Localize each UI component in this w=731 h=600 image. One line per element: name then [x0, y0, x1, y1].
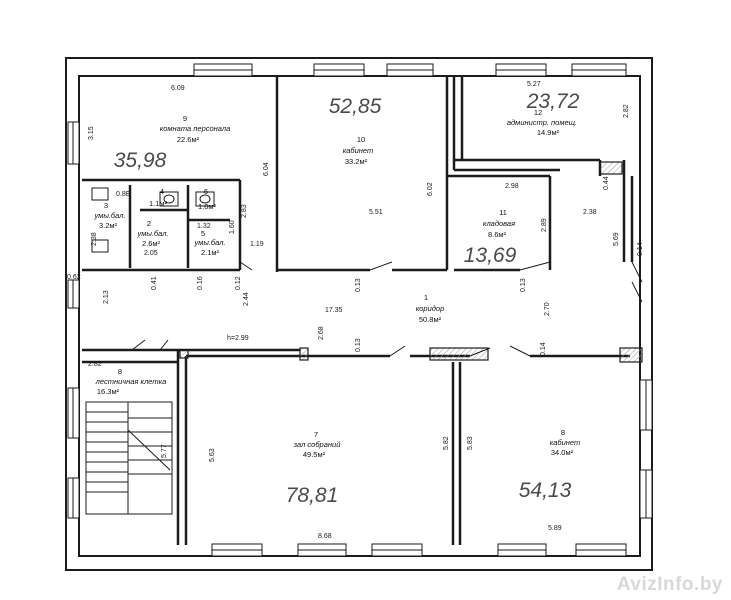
room-9-hand: 35,98	[114, 149, 167, 172]
dim-label: 0.13	[355, 278, 362, 292]
dim-label: 5.51	[369, 209, 383, 216]
dim-label: 0.13	[355, 338, 362, 352]
room-stair-name: лестничная клетка	[95, 377, 167, 386]
room-7-name: зал собраний	[293, 440, 342, 449]
room-9-name: комната персонала	[160, 124, 231, 133]
dim-label: 3.15	[88, 126, 95, 140]
dim-label: 2.82	[88, 361, 102, 368]
dim-label: 17.35	[325, 307, 343, 314]
dim-label: 2.44	[243, 292, 250, 306]
interior-walls	[82, 76, 634, 545]
dim-label: 5.82	[443, 436, 450, 450]
dim-label: 5.63	[209, 448, 216, 462]
dim-label: 0.12	[235, 276, 242, 290]
room-5-name: умы.бал.	[193, 238, 225, 247]
room-2-num: 2	[147, 219, 151, 228]
dim-label: 2.89	[541, 218, 548, 232]
dim-label: 5.27	[527, 81, 541, 88]
dim-label: 0.16	[197, 276, 204, 290]
dim-label: 0.41	[151, 276, 158, 290]
room-8-name: кабинет	[550, 438, 581, 447]
dim-label: 0.14	[637, 242, 644, 256]
dim-label: 2.38	[91, 232, 98, 246]
room-12-name: администр. помещ.	[507, 118, 577, 127]
room-2-name: умы.бал.	[136, 229, 168, 238]
dim-label: 5.69	[613, 232, 620, 246]
room-7-hand: 78,81	[286, 484, 339, 507]
room-stair-area: 16.3м²	[97, 387, 120, 396]
dim-label: 6.02	[427, 182, 434, 196]
dim-label: 5.83	[467, 436, 474, 450]
watermark: AvizInfo.by	[616, 574, 723, 595]
room-1-name: коридор	[416, 304, 445, 313]
room-4-num: 4	[160, 187, 164, 196]
dim-label: 0.14	[540, 342, 547, 356]
dim-label: 2.68	[318, 326, 325, 340]
room-7-num: 7	[314, 430, 318, 439]
room-3-area: 3.2м²	[99, 221, 118, 230]
room-6-area: 1.0м²	[198, 202, 217, 211]
room-stair-num: 8	[118, 367, 122, 376]
dim-label: 2.38	[583, 209, 597, 216]
dim-label: 5.77	[161, 444, 168, 458]
room-6-num: 6	[204, 187, 208, 196]
room-3-num: 3	[104, 201, 108, 210]
room-2-area: 2.6м²	[142, 239, 161, 248]
room-11-area: 8.6м²	[488, 230, 507, 239]
room-7-area: 49.5м²	[303, 450, 326, 459]
room-12-hand: 23,72	[526, 90, 580, 113]
sanitary-fixtures	[91, 187, 215, 253]
dim-label: 1.19	[250, 241, 264, 248]
dim-label: h=2.99	[227, 335, 249, 342]
room-3-name: умы.бал.	[93, 211, 125, 220]
dim-label: 6.09	[171, 85, 185, 92]
dim-label: 6.04	[263, 162, 270, 176]
room-10-num: 10	[357, 135, 365, 144]
room-10-name: кабинет	[343, 146, 374, 155]
room-5-num: 5	[201, 229, 205, 238]
room-5-area: 2.1м²	[201, 248, 220, 257]
room-12-num: 12	[534, 108, 542, 117]
room-9-num: 9	[183, 114, 187, 123]
dim-label: 8.68	[318, 533, 332, 540]
room-8-num: 8	[561, 428, 565, 437]
dim-label: 0.13	[520, 278, 527, 292]
room-1-num: 1	[424, 293, 428, 302]
room-12-area: 14.9м²	[537, 128, 560, 137]
dim-label: 2.13	[103, 290, 110, 304]
dimension-labels: 6.09 3.15 6.04 5.51 6.02 5.27 2.82 2.98 …	[67, 81, 644, 540]
room-11-hand: 13,69	[464, 244, 517, 267]
dim-label: 2.98	[505, 183, 519, 190]
columns	[179, 161, 643, 363]
room-10-area: 33.2м²	[345, 157, 368, 166]
room-11-num: 11	[499, 208, 507, 217]
dim-label: 1.32	[197, 223, 211, 230]
dim-label: 2.83	[241, 204, 248, 218]
windows	[67, 63, 653, 557]
dim-label: 0.8Б	[116, 191, 131, 198]
room-8-hand: 54,13	[519, 479, 572, 502]
dim-label: 0.44	[603, 176, 610, 190]
room-8-area: 34.0м²	[551, 448, 574, 457]
room-10-hand: 52,85	[329, 95, 382, 118]
room-labels: 9 комната персонала 22.6м² 35,98 10 каби…	[93, 90, 580, 507]
room-11-name: кладовая	[483, 219, 515, 228]
dim-label: 2.82	[623, 104, 630, 118]
dim-label: 2.05	[144, 250, 158, 257]
dim-label: 2.70	[544, 302, 551, 316]
dim-label: 1.60	[229, 220, 236, 234]
room-1-area: 50.8м²	[419, 315, 442, 324]
staircase	[85, 401, 173, 515]
dim-label: 0.62	[67, 274, 81, 281]
room-4-area: 1.1м²	[149, 199, 168, 208]
room-9-area: 22.6м²	[177, 135, 200, 144]
dim-label: 5.89	[548, 525, 562, 532]
doors	[131, 261, 643, 357]
